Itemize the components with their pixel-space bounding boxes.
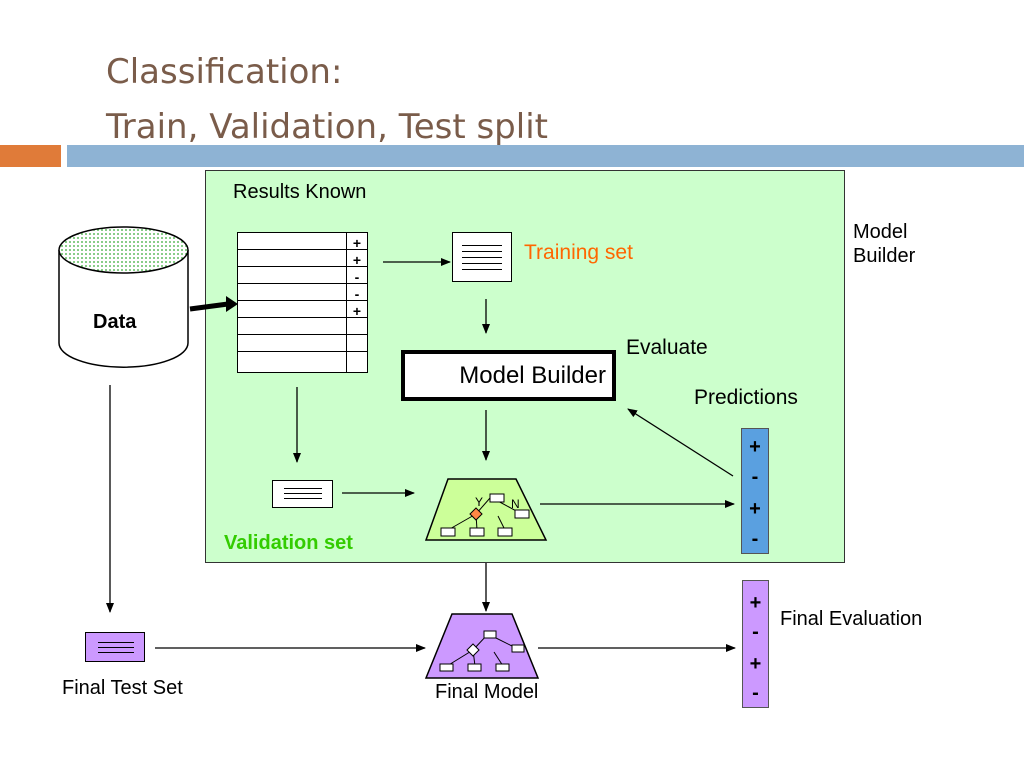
validation-set-label: Validation set: [224, 532, 353, 554]
prediction-sign: +: [749, 498, 761, 520]
tree-no-label: N: [511, 497, 520, 511]
decision-tree-icon: Y N: [424, 478, 548, 541]
final-model-tree-icon: [424, 613, 540, 679]
data-cylinder-icon: [58, 226, 189, 368]
table-sign: +: [352, 303, 362, 319]
prediction-sign: -: [751, 528, 759, 550]
table-row: [238, 250, 367, 267]
evaluate-label: Evaluate: [626, 336, 708, 359]
accent-bar-orange: [0, 145, 61, 167]
model-builder-side-label: Model Builder: [853, 221, 916, 267]
final-test-set-document-icon: [85, 632, 145, 662]
final-model-label: Final Model: [435, 681, 539, 703]
model-builder-box: Model Builder: [401, 350, 616, 401]
table-row: [238, 318, 367, 335]
training-set-document-icon: [452, 232, 512, 282]
results-known-label: Results Known: [233, 181, 367, 203]
prediction-sign: +: [749, 436, 761, 458]
slide-title-line-1: Classification:: [106, 52, 343, 92]
predictions-to-builder-arrow: [627, 408, 734, 477]
validation-set-document-icon: [272, 480, 333, 508]
table-sign: -: [354, 269, 360, 285]
table-sign: +: [352, 235, 362, 251]
final-sign: -: [752, 682, 759, 704]
model-builder-label: Model Builder: [459, 362, 606, 389]
predictions-label: Predictions: [694, 386, 798, 409]
table-row: [238, 233, 367, 250]
table-sign: +: [352, 252, 362, 268]
final-test-set-label: Final Test Set: [62, 677, 183, 699]
final-evaluation-label: Final Evaluation: [780, 608, 923, 630]
slide-title-line-2: Train, Validation, Test split: [106, 107, 548, 147]
table-sign: -: [354, 286, 360, 302]
results-table: + + - - +: [237, 232, 368, 373]
prediction-sign: -: [751, 466, 759, 488]
table-row: [238, 301, 367, 318]
table-row: [238, 267, 367, 284]
data-to-table-arrow: [189, 301, 229, 312]
final-evaluation-column: + - + -: [742, 580, 769, 708]
tree-yes-label: Y: [475, 495, 483, 509]
training-set-label: Training set: [524, 241, 633, 264]
accent-bar-blue: [67, 145, 1024, 167]
final-sign: -: [752, 621, 759, 643]
table-column-divider: [346, 233, 347, 372]
predictions-column: + - + -: [741, 428, 769, 554]
final-sign: +: [749, 592, 762, 614]
data-label: Data: [93, 311, 137, 333]
table-row: [238, 284, 367, 301]
final-sign: +: [749, 653, 762, 675]
table-row: [238, 335, 367, 352]
